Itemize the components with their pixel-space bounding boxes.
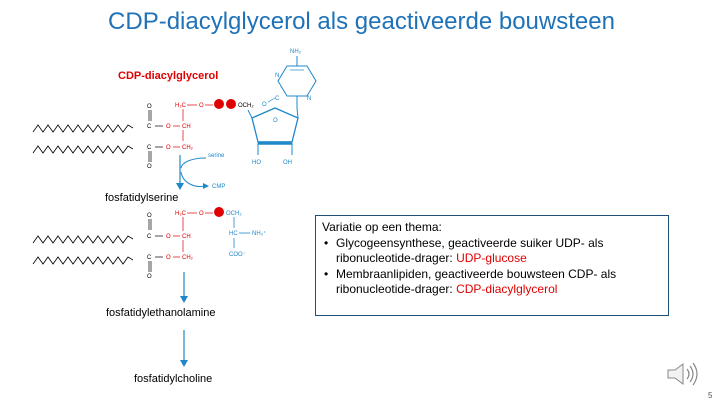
- svg-text:HC: HC: [229, 231, 238, 237]
- svg-text:O: O: [166, 255, 171, 261]
- slide-title: CDP-diacylglycerol als geactiveerde bouw…: [108, 8, 615, 35]
- fosfatidylserine-label: fosfatidylserine: [105, 192, 179, 204]
- cdp-diacylglycerol-label: CDP-diacylglycerol: [118, 70, 219, 82]
- carbonyl-o-1: O: [147, 104, 152, 110]
- serine-input-label: serine: [208, 153, 225, 159]
- svg-text:O: O: [147, 213, 152, 219]
- cdp-diacylglycerol-structure: O C O C O O H₂C O CH CH₂ OCH₂ O HO: [32, 49, 317, 170]
- svg-text:O: O: [147, 274, 152, 280]
- svg-text:CH: CH: [182, 124, 191, 130]
- phosphate-circle-1: [214, 99, 224, 109]
- svg-text:NH₃⁺: NH₃⁺: [252, 230, 266, 237]
- fosfatidylcholine-label: fosfatidylcholine: [134, 373, 213, 385]
- cmp-output-label: CMP: [212, 184, 225, 190]
- svg-text:H₂C: H₂C: [175, 103, 187, 109]
- fatty-acid-chain-4: [32, 256, 134, 265]
- svg-text:H₂C: H₂C: [175, 211, 187, 217]
- svg-text:N: N: [307, 96, 311, 102]
- info-box-bullet-2: Membraanlipiden, geactiveerde bouwsteen …: [324, 267, 662, 298]
- svg-text:O: O: [273, 118, 278, 124]
- svg-text:C: C: [147, 234, 152, 240]
- ribose-ring: [251, 107, 299, 143]
- svg-text:CH: CH: [182, 234, 191, 240]
- svg-text:O: O: [166, 234, 171, 240]
- speaker-icon[interactable]: [666, 361, 700, 387]
- svg-text:C: C: [147, 255, 152, 261]
- fatty-acid-chain-1: [32, 124, 134, 133]
- cmp-out-arc: [180, 171, 206, 187]
- svg-text:O: O: [199, 103, 204, 109]
- svg-text:OCH₂: OCH₂: [238, 103, 254, 109]
- svg-text:O: O: [199, 211, 204, 217]
- fosfatidylethanolamine-label: fosfatidylethanolamine: [106, 307, 216, 319]
- svg-text:C: C: [147, 124, 152, 130]
- svg-text:COO⁻: COO⁻: [229, 252, 246, 258]
- svg-text:OCH₂: OCH₂: [226, 211, 242, 217]
- cytosine-ring: [277, 65, 317, 97]
- info-box-list: Glycogeensynthese, geactiveerde suiker U…: [322, 236, 662, 298]
- info-box: Variatie op een thema: Glycogeensynthese…: [315, 215, 669, 316]
- svg-text:C: C: [147, 145, 152, 151]
- svg-text:HO: HO: [252, 160, 261, 166]
- cdp-diacylglycerol-highlight: CDP-diacylglycerol: [456, 282, 558, 297]
- page-number: 5: [708, 391, 713, 400]
- phosphate-circle-2: [226, 99, 236, 109]
- fatty-acid-chain-3: [32, 235, 134, 244]
- svg-text:O: O: [262, 102, 267, 108]
- svg-text:NH₂: NH₂: [290, 49, 302, 55]
- svg-text:CH₂: CH₂: [182, 255, 194, 261]
- info-box-heading: Variatie op een thema:: [322, 220, 442, 234]
- serine-in-arc: [180, 157, 207, 169]
- svg-text:O: O: [166, 124, 171, 130]
- phosphate-circle-3: [214, 207, 224, 217]
- svg-text:C: C: [275, 96, 280, 102]
- fatty-acid-chain-2: [32, 145, 134, 154]
- svg-text:OH: OH: [283, 160, 292, 166]
- svg-text:O: O: [147, 164, 152, 170]
- svg-text:O: O: [166, 145, 171, 151]
- udp-glucose-highlight: UDP-glucose: [456, 251, 527, 266]
- info-box-bullet-1: Glycogeensynthese, geactiveerde suiker U…: [324, 236, 662, 267]
- svg-text:N: N: [275, 73, 279, 79]
- fosfatidylserine-structure: O C O C O O H₂C O CH CH₂ OCH₂ HC NH₃⁺ CO…: [32, 207, 266, 280]
- svg-text:CH₂: CH₂: [182, 145, 194, 151]
